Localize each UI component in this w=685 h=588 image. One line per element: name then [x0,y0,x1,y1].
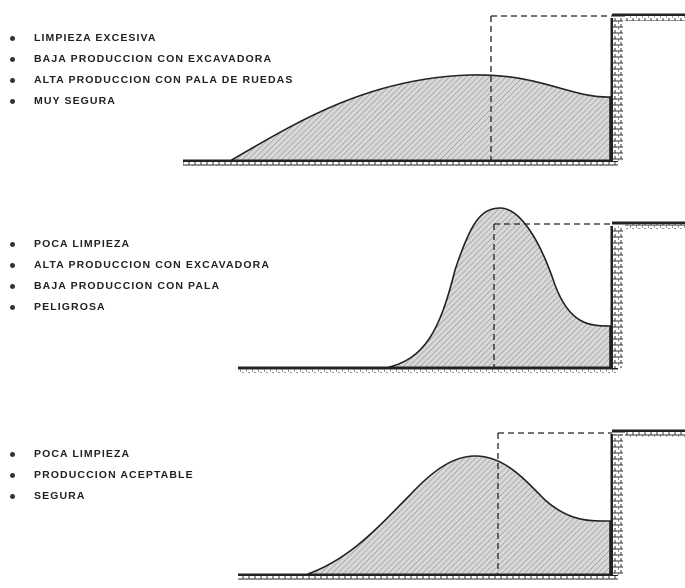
list-item: ALTA PRODUCCION CON EXCAVADORA [8,260,270,271]
list-item: PELIGROSA [8,302,270,313]
muckpile-diagram-2 [238,207,685,373]
bench-top-texture-3 [625,432,685,437]
list-item: POCA LIMPIEZA [8,449,194,460]
characteristics-list-1: LIMPIEZA EXCESIVA BAJA PRODUCCION CON EX… [8,33,293,117]
bullet-dot-icon [10,36,15,41]
muckpile-profile-1 [227,74,611,162]
bullet-dot-icon [10,452,15,457]
ground-texture-2 [238,369,618,373]
face-wall-texture-1 [613,18,623,161]
list-item-label: POCA LIMPIEZA [34,448,131,460]
list-item-label: ALTA PRODUCCION CON PALA DE RUEDAS [34,74,294,86]
list-item: BAJA PRODUCCION CON PALA [8,281,270,292]
characteristics-list-2: POCA LIMPIEZA ALTA PRODUCCION CON EXCAVA… [8,239,270,323]
list-item-label: POCA LIMPIEZA [34,238,131,250]
panel-little-cleaning-dangerous: POCA LIMPIEZA ALTA PRODUCCION CON EXCAVA… [0,196,685,392]
characteristics-list-3: POCA LIMPIEZA PRODUCCION ACEPTABLE SEGUR… [8,449,194,512]
list-item-label: ALTA PRODUCCION CON EXCAVADORA [34,259,270,271]
panel-excessive-cleaning: LIMPIEZA EXCESIVA BAJA PRODUCCION CON EX… [0,0,685,196]
bullet-dot-icon [10,284,15,289]
list-item: POCA LIMPIEZA [8,239,270,250]
list-item: ALTA PRODUCCION CON PALA DE RUEDAS [8,75,293,86]
muckpile-diagram-1 [183,13,685,166]
face-wall-texture-3 [613,434,623,575]
face-wall-texture-2 [613,226,623,368]
list-item: MUY SEGURA [8,96,293,107]
bullet-dot-icon [10,242,15,247]
muckpile-profile-3 [304,455,611,576]
bullet-dot-icon [10,78,15,83]
list-item-label: LIMPIEZA EXCESIVA [34,32,157,44]
list-item-label: BAJA PRODUCCION CON EXCAVADORA [34,53,273,65]
list-item-label: BAJA PRODUCCION CON PALA [34,280,221,292]
bullet-dot-icon [10,99,15,104]
bench-top-texture-1 [625,16,685,21]
list-item-label: SEGURA [34,490,86,502]
list-item: LIMPIEZA EXCESIVA [8,33,293,44]
muckpile-profile-2 [384,207,611,369]
ground-texture-3 [238,576,618,580]
list-item: PRODUCCION ACEPTABLE [8,470,194,481]
list-item: SEGURA [8,491,194,502]
list-item-label: PELIGROSA [34,301,106,313]
bullet-dot-icon [10,473,15,478]
muckpile-diagram-3 [238,429,685,580]
bullet-dot-icon [10,57,15,62]
list-item-label: PRODUCCION ACEPTABLE [34,469,194,481]
list-item-label: MUY SEGURA [34,95,116,107]
bullet-dot-icon [10,494,15,499]
panel-little-cleaning-safe: POCA LIMPIEZA PRODUCCION ACEPTABLE SEGUR… [0,392,685,588]
list-item: BAJA PRODUCCION CON EXCAVADORA [8,54,293,65]
bullet-dot-icon [10,305,15,310]
bench-top-texture-2 [625,224,685,229]
bullet-dot-icon [10,263,15,268]
ground-texture-1 [183,162,618,166]
